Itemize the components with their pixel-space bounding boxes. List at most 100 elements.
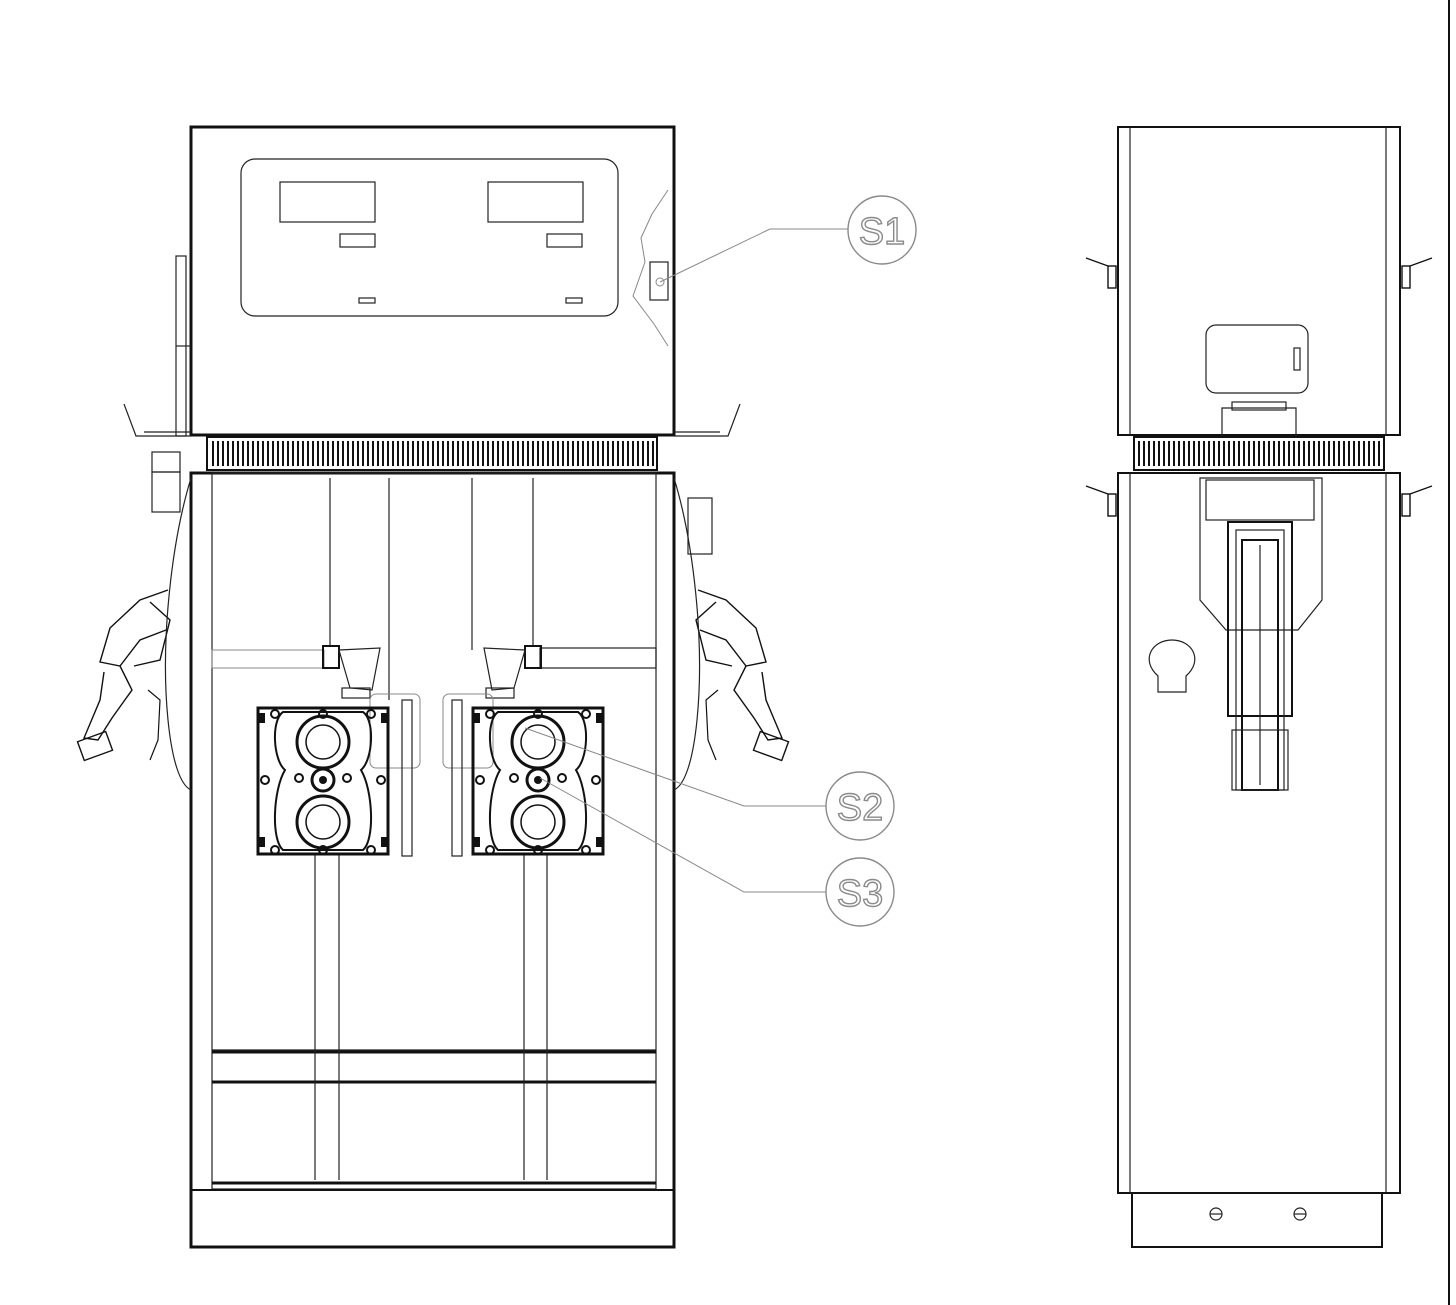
louver-slat xyxy=(607,441,609,466)
louver-slat xyxy=(552,441,554,466)
louver-slat xyxy=(1298,441,1300,466)
louver-slat xyxy=(1163,441,1165,466)
louver-slat xyxy=(1333,441,1335,466)
callout-s3[interactable]: S3 xyxy=(539,777,895,927)
louver-slat xyxy=(1138,441,1140,466)
louver-slat xyxy=(602,441,604,466)
louver-slat xyxy=(482,441,484,466)
louver-slat xyxy=(1243,441,1245,466)
pump-bolt xyxy=(581,845,591,855)
nozzle-guard xyxy=(695,601,733,667)
nozzle-handle xyxy=(99,589,169,667)
louver-slat xyxy=(1278,441,1280,466)
louver-slat xyxy=(382,441,384,466)
louver-slat xyxy=(632,441,634,466)
pump-center-dot xyxy=(319,776,327,784)
louver-slat xyxy=(617,441,619,466)
door-cutaway xyxy=(632,189,669,347)
louver-slat xyxy=(322,441,324,466)
louver-slat xyxy=(1248,441,1250,466)
louver-slat xyxy=(397,441,399,466)
louver-slat xyxy=(1378,441,1380,466)
callouts: S1 S2 S3 xyxy=(524,195,917,927)
louver-slat xyxy=(362,441,364,466)
pump-bolt xyxy=(485,845,495,855)
louver-slat xyxy=(1338,441,1340,466)
louver-slat xyxy=(452,441,454,466)
louver-slat xyxy=(247,441,249,466)
pump-unit-right xyxy=(471,706,605,856)
pump-mount xyxy=(381,713,389,723)
side-louver-band xyxy=(1133,436,1385,471)
louver-slat xyxy=(1318,441,1320,466)
louver-slat xyxy=(1193,441,1195,466)
side-handle xyxy=(1221,407,1297,436)
pump-port-top xyxy=(510,714,566,770)
price-display-right xyxy=(546,233,583,248)
louver-slat xyxy=(597,441,599,466)
hose-boot-right xyxy=(673,477,701,791)
louver-slat xyxy=(1348,441,1350,466)
louver-slat xyxy=(292,441,294,466)
louver-slat xyxy=(1213,441,1215,466)
pump-mount xyxy=(596,837,604,847)
louver-slat xyxy=(577,441,579,466)
louver-slat xyxy=(1273,441,1275,466)
louver-slat xyxy=(512,441,514,466)
louver-slat xyxy=(257,441,259,466)
pump-mount xyxy=(596,713,604,723)
pump-mount xyxy=(257,837,265,847)
louver-slat xyxy=(332,441,334,466)
louver-slat xyxy=(472,441,474,466)
louver-slat xyxy=(342,441,344,466)
pump-unit-left xyxy=(256,706,390,856)
louver-slat xyxy=(1183,441,1185,466)
louver-slat xyxy=(1198,441,1200,466)
pump-port-top-inner xyxy=(305,724,341,760)
louver-slat xyxy=(1153,441,1155,466)
pump-mount xyxy=(381,837,389,847)
louver-slat xyxy=(537,441,539,466)
louver-slat xyxy=(442,441,444,466)
callout-s2[interactable]: S2 xyxy=(524,727,895,841)
louver-slat xyxy=(517,441,519,466)
louver-slat xyxy=(547,441,549,466)
callout-s3-circle xyxy=(825,857,895,927)
louver-slat xyxy=(627,441,629,466)
pump-bolt xyxy=(475,775,485,785)
clamp-left xyxy=(1107,265,1117,289)
louver-slat xyxy=(352,441,354,466)
louver-slat xyxy=(327,441,329,466)
louver-slat xyxy=(1253,441,1255,466)
louver-slat xyxy=(1358,441,1360,466)
louver-slat xyxy=(307,441,309,466)
louver-slat xyxy=(477,441,479,466)
louver-slat xyxy=(1373,441,1375,466)
indicator-right xyxy=(565,297,583,304)
pump-port-bottom xyxy=(295,794,351,850)
louver-slat xyxy=(262,441,264,466)
nozzle-hose xyxy=(147,689,161,761)
louver-slat xyxy=(1188,441,1190,466)
louver-slat xyxy=(217,441,219,466)
valve-flange-right xyxy=(485,687,515,699)
louver-slat xyxy=(1263,441,1265,466)
louver-slat xyxy=(522,441,524,466)
nozzle-right xyxy=(695,589,790,762)
louver-slat xyxy=(1313,441,1315,466)
side-view xyxy=(1085,126,1433,1248)
holster-window xyxy=(1205,479,1315,521)
pump-bolt xyxy=(270,709,280,719)
louver-slat xyxy=(1228,441,1230,466)
louver-slat xyxy=(497,441,499,466)
pump-bolt xyxy=(485,709,495,719)
louver-slat xyxy=(437,441,439,466)
pulser-rod-right xyxy=(451,699,463,857)
nozzle-guard xyxy=(133,601,171,667)
callout-s1[interactable]: S1 xyxy=(659,195,917,283)
display-head xyxy=(189,125,676,437)
hose-boot-left xyxy=(164,477,192,791)
louver-slat xyxy=(347,441,349,466)
pump-port-top xyxy=(295,714,351,770)
louver-slat xyxy=(1158,441,1160,466)
